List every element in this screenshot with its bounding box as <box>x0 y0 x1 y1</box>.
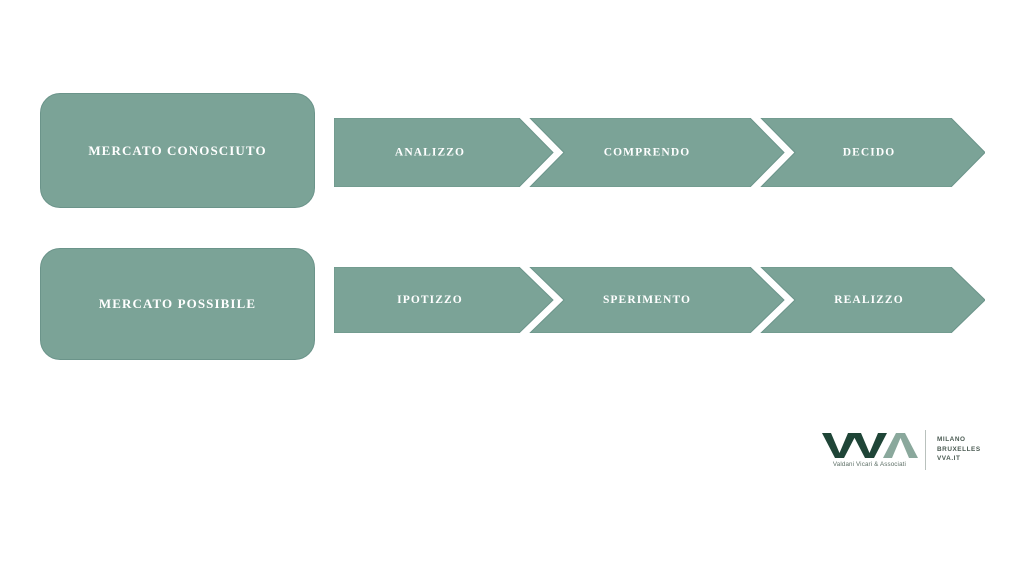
logo-website[interactable]: VVA.IT <box>937 455 961 463</box>
process-step-label-realizzo: REALIZZO <box>834 294 904 306</box>
process-step-shape-comprendo[interactable] <box>529 118 785 187</box>
process-step-shape-analizzo[interactable] <box>334 118 554 187</box>
market-box-possible[interactable]: MERCATO POSSIBILE <box>40 248 315 360</box>
logo-divider <box>925 430 926 470</box>
vva-logo-mark-wrap: Valdani Vicari & Associati <box>818 432 921 468</box>
market-box-known[interactable]: MERCATO CONOSCIUTO <box>40 93 315 208</box>
vva-logo: Valdani Vicari & Associati MILANO BRUXEL… <box>818 424 993 476</box>
logo-city-bruxelles: BRUXELLES <box>937 445 981 453</box>
vva-wordmark-icon <box>821 433 918 458</box>
market-box-possible-label: MERCATO POSSIBILE <box>98 296 257 312</box>
process-step-label-comprendo: COMPRENDO <box>604 147 691 159</box>
process-arrow-row-possible: IPOTIZZO SPERIMENTO REALIZZO <box>334 267 985 333</box>
process-step-shape-sperimento[interactable] <box>529 267 785 333</box>
market-box-known-label: MERCATO CONOSCIUTO <box>88 142 267 158</box>
process-arrow-row-known: ANALIZZO COMPRENDO DECIDO <box>334 118 985 187</box>
logo-city-milano: MILANO <box>937 436 966 444</box>
process-step-label-analizzo: ANALIZZO <box>395 147 465 159</box>
process-step-label-sperimento: SPERIMENTO <box>603 294 691 306</box>
process-step-shape-ipotizzo[interactable] <box>334 267 554 333</box>
vva-logo-tagline: Valdani Vicari & Associati <box>832 461 907 468</box>
process-step-shape-decido[interactable] <box>760 118 985 187</box>
process-step-shape-realizzo[interactable] <box>760 267 985 333</box>
process-step-label-ipotizzo: IPOTIZZO <box>397 294 463 306</box>
process-step-label-decido: DECIDO <box>843 147 896 159</box>
logo-city-list: MILANO BRUXELLES VVA.IT <box>937 436 981 463</box>
